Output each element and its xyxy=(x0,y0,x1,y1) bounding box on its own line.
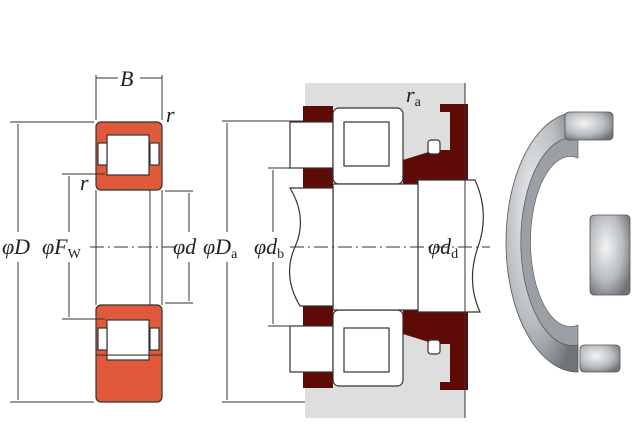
dimension-lines xyxy=(10,75,320,403)
bearing-section xyxy=(90,121,175,403)
cage-right-top xyxy=(149,142,160,166)
roller-bottom xyxy=(106,319,150,361)
label-phi-Fw: φFW xyxy=(42,234,82,262)
shaft-left xyxy=(288,187,334,307)
label-phi-D: φD xyxy=(2,234,30,259)
label-phi-Da: φDa xyxy=(203,234,238,262)
label-r-inner: r xyxy=(80,170,89,195)
labels: B r r φD φFW φd φDa φdb ra φdd xyxy=(2,66,458,262)
roller-top xyxy=(106,134,150,176)
label-ra: ra xyxy=(406,82,422,110)
label-r-outer: r xyxy=(166,102,175,127)
cage-left-top xyxy=(97,142,108,166)
label-phi-d: φd xyxy=(173,234,197,259)
label-phi-dd: φdd xyxy=(428,234,458,262)
bearing-photo xyxy=(505,111,631,373)
label-phi-db: φdb xyxy=(254,234,284,262)
label-B: B xyxy=(120,66,133,91)
mounting-section xyxy=(288,83,490,418)
